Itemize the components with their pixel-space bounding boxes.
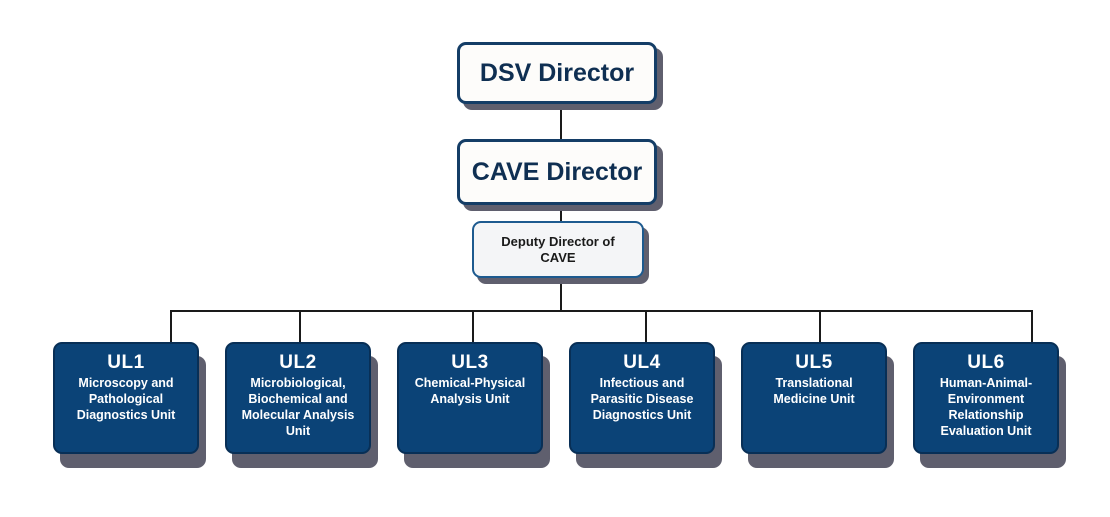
deputy-director-box[interactable]: Deputy Director of CAVE bbox=[472, 221, 644, 278]
unit-code: UL4 bbox=[623, 352, 661, 373]
unit-code: UL1 bbox=[107, 352, 145, 373]
unit-name: Infectious and Parasitic Disease Diagnos… bbox=[590, 376, 694, 422]
unit-code: UL2 bbox=[279, 352, 317, 373]
connector-dsv-cave bbox=[560, 104, 562, 140]
connector-drop-ul3 bbox=[472, 310, 474, 343]
dsv-director-box[interactable]: DSV Director bbox=[457, 42, 657, 104]
connector-drop-ul4 bbox=[645, 310, 647, 343]
unit-code: UL5 bbox=[795, 352, 833, 373]
unit-ul6-box[interactable]: UL6 Human-Animal-Environment Relationshi… bbox=[913, 342, 1059, 454]
connector-drop-ul6 bbox=[1031, 310, 1033, 343]
connector-cave-deputy bbox=[560, 205, 562, 221]
deputy-director-label: Deputy Director of CAVE bbox=[501, 233, 615, 265]
unit-name: Chemical-Physical Analysis Unit bbox=[414, 376, 526, 406]
unit-ul4-box[interactable]: UL4 Infectious and Parasitic Disease Dia… bbox=[569, 342, 715, 454]
unit-code: UL3 bbox=[451, 352, 489, 373]
connector-drop-ul1 bbox=[170, 310, 172, 343]
connector-drop-ul2 bbox=[299, 310, 301, 343]
unit-name: Translational Medicine Unit bbox=[773, 376, 855, 406]
unit-ul3-box[interactable]: UL3 Chemical-Physical Analysis Unit bbox=[397, 342, 543, 454]
unit-name: Microbiological, Biochemical and Molecul… bbox=[241, 376, 355, 438]
unit-name: Human-Animal-Environment Relationship Ev… bbox=[939, 376, 1033, 438]
dsv-director-label: DSV Director bbox=[479, 58, 635, 87]
connector-bus bbox=[170, 310, 1033, 312]
connector-drop-ul5 bbox=[819, 310, 821, 343]
cave-director-label: CAVE Director bbox=[471, 157, 643, 186]
unit-ul1-box[interactable]: UL1 Microscopy and Pathological Diagnost… bbox=[53, 342, 199, 454]
connector-deputy-bus bbox=[560, 278, 562, 312]
unit-code: UL6 bbox=[967, 352, 1005, 373]
unit-name: Microscopy and Pathological Diagnostics … bbox=[76, 376, 176, 422]
unit-ul2-box[interactable]: UL2 Microbiological, Biochemical and Mol… bbox=[225, 342, 371, 454]
cave-director-box[interactable]: CAVE Director bbox=[457, 139, 657, 205]
unit-ul5-box[interactable]: UL5 Translational Medicine Unit bbox=[741, 342, 887, 454]
